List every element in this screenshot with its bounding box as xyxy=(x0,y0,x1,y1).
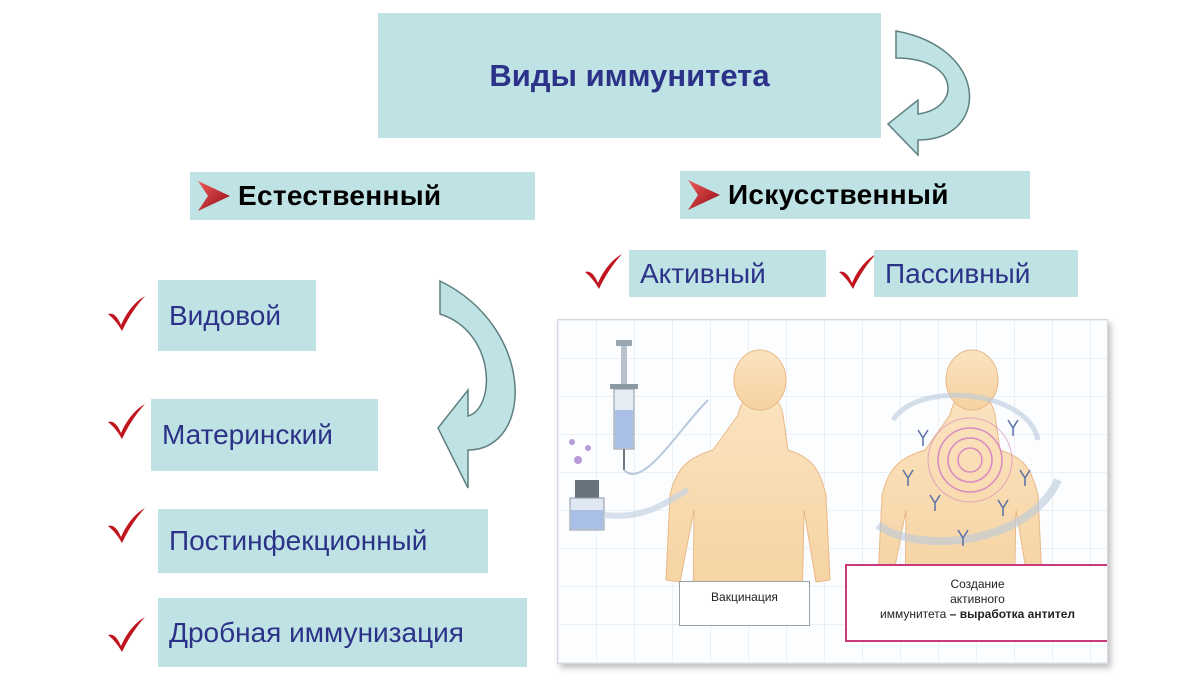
caption-create-line3: иммунитета xyxy=(880,607,947,621)
category-natural: Естественный xyxy=(190,172,535,220)
category-natural-label: Естественный xyxy=(238,180,442,211)
subtype-species-label: Видовой xyxy=(169,299,281,331)
immunization-illustration: Вакцинация Создание активного иммунитета… xyxy=(557,319,1108,664)
caption-create-bold: выработка антител xyxy=(959,607,1075,621)
caption-create-dash: – xyxy=(946,607,960,621)
curved-arrow-icon xyxy=(886,30,971,157)
syringe-icon xyxy=(610,340,709,475)
category-artificial: Искусственный xyxy=(680,171,1030,219)
subtype-post-infectious: Постинфекционный xyxy=(158,509,488,573)
subtype-maternal-label: Материнский xyxy=(162,419,333,450)
subtype-passive: Пассивный xyxy=(874,250,1078,297)
subtype-fractional-immunization: Дробная иммунизация xyxy=(158,598,527,667)
caption-create-line2: активного xyxy=(950,592,1005,606)
diagram-title: Виды иммунитета xyxy=(489,57,770,93)
subtype-active: Активный xyxy=(629,250,826,297)
caption-create-line1: Создание xyxy=(950,577,1005,591)
subtype-fractional-immunization-label: Дробная иммунизация xyxy=(169,616,464,648)
subtype-post-infectious-label: Постинфекционный xyxy=(169,525,428,556)
caption-vaccination: Вакцинация xyxy=(679,581,810,626)
torso-left-icon xyxy=(665,349,831,611)
torso-right-icon xyxy=(875,349,1062,611)
subtype-passive-label: Пассивный xyxy=(885,257,1031,289)
red-check-mark-icon xyxy=(108,404,145,439)
category-artificial-label: Искусственный xyxy=(728,179,949,210)
caption-create-line3-row: иммунитета – выработка антител xyxy=(847,607,1107,622)
red-triangle-arrow-icon xyxy=(688,180,720,210)
vaccine-vial-icon xyxy=(569,439,690,531)
subtype-active-label: Активный xyxy=(640,257,766,289)
red-check-mark-icon xyxy=(108,296,145,331)
red-check-mark-icon xyxy=(108,508,145,543)
caption-active-immunity: Создание активного иммунитета – выработк… xyxy=(845,564,1107,642)
title-box: Виды иммунитета xyxy=(378,13,881,138)
red-check-mark-icon xyxy=(585,254,622,289)
subtype-species: Видовой xyxy=(158,280,316,351)
red-check-mark-icon xyxy=(108,617,145,652)
red-triangle-arrow-icon xyxy=(198,181,230,211)
curved-arrow-icon xyxy=(437,279,516,489)
immunization-scene xyxy=(558,320,1107,663)
subtype-maternal: Материнский xyxy=(151,399,378,471)
red-check-mark-icon xyxy=(839,254,876,289)
caption-vaccination-text: Вакцинация xyxy=(711,590,778,604)
